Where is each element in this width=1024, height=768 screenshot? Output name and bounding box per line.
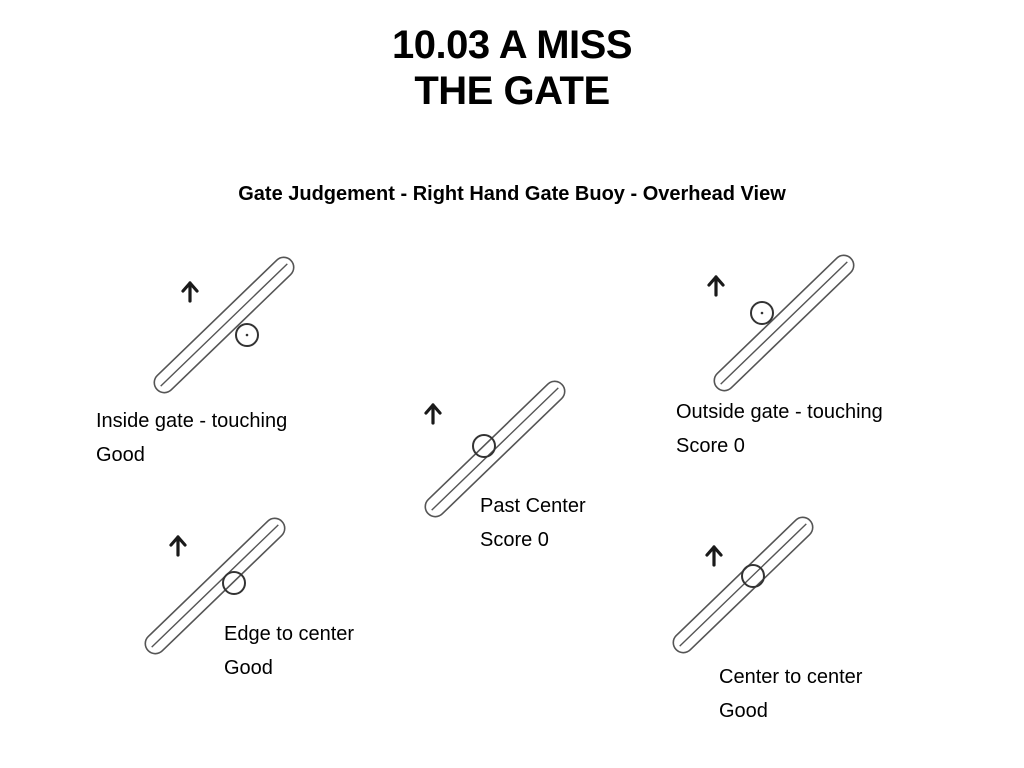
gate-diagram-past-center — [420, 376, 570, 522]
direction-arrow-icon — [169, 535, 187, 557]
title-line-1: 10.03 A MISS — [391, 23, 633, 67]
caption-result: Score 0 — [480, 529, 549, 551]
title-line-2: THE GATE — [414, 69, 610, 113]
caption-result: Score 0 — [676, 435, 745, 457]
caption-past-center: Past Center Score 0 — [480, 489, 586, 557]
gate-rail — [668, 512, 818, 658]
gate-diagram-inside-touching — [149, 252, 299, 398]
caption-center-to-center: Center to center Good — [719, 660, 862, 728]
caption-result: Good — [719, 700, 768, 722]
page-title: 10.03 A MISS THE GATE — [0, 22, 1024, 114]
caption-position: Inside gate - touching — [96, 410, 288, 432]
diagram-heading: Gate Judgement - Right Hand Gate Buoy - … — [238, 183, 786, 205]
gate-diagram-edge-to-center — [140, 513, 290, 659]
buoy-icon — [750, 301, 774, 325]
caption-edge-to-center: Edge to center Good — [224, 617, 354, 685]
caption-outside-touching: Outside gate - touching Score 0 — [676, 395, 883, 463]
buoy-icon — [472, 434, 496, 458]
direction-arrow-icon — [707, 275, 725, 297]
gate-diagram-center-to-center — [668, 512, 818, 658]
buoy-icon — [741, 564, 765, 588]
buoy-icon — [235, 323, 259, 347]
gate-rail — [149, 252, 299, 398]
caption-result: Good — [224, 657, 273, 679]
gate-rail — [709, 250, 859, 396]
caption-position: Edge to center — [224, 623, 355, 645]
direction-arrow-icon — [181, 281, 199, 303]
caption-inside-touching: Inside gate - touching Good — [96, 404, 287, 472]
caption-position: Past Center — [480, 495, 586, 517]
direction-arrow-icon — [424, 403, 442, 425]
caption-position: Outside gate - touching — [676, 401, 883, 423]
gate-diagram-outside-touching — [707, 250, 859, 396]
buoy-icon — [222, 571, 246, 595]
caption-result: Good — [96, 444, 145, 466]
direction-arrow-icon — [705, 545, 723, 567]
caption-position: Center to center — [719, 666, 863, 688]
